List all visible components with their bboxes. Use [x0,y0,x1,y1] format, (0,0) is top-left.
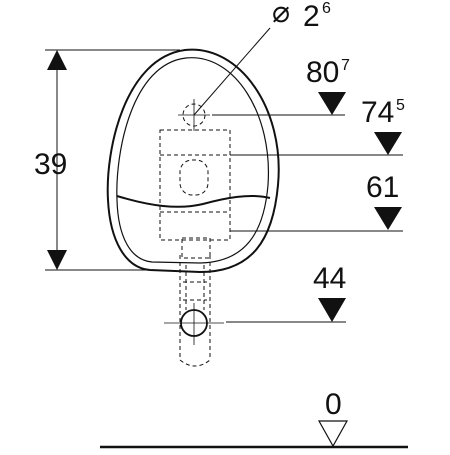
diameter-symbol: ⌀ [272,0,290,29]
level-marker-floor [317,420,349,448]
level-label-lower-bracket: 61 [366,171,399,204]
diameter-exponent: 6 [322,0,331,17]
level-label-outlet: 44 [313,262,346,295]
bowl-outline [106,48,280,274]
level-marker-inlet [318,92,346,115]
total-height-dimension [45,49,180,271]
level-label-inlet-exponent: 7 [341,57,350,74]
level-marker-lower-bracket [374,207,402,230]
level-marker-outlet [318,298,346,322]
dimension-arrow-up [47,50,67,70]
level-label-floor: 0 [325,388,342,421]
level-label-inlet: 80 [306,56,339,89]
bowl-rim [116,195,271,208]
bowl-inner-outline [116,57,270,264]
level-marker-upper-bracket [374,132,402,155]
diameter-value: 2 [303,0,320,33]
hidden-fittings [159,129,231,367]
total-height-label: 39 [34,148,67,181]
level-label-upper-bracket-exponent: 5 [396,97,405,114]
level-label-upper-bracket: 74 [361,96,394,129]
diameter-leader-line [193,27,271,116]
outlet-connection-icon [164,303,224,345]
dimension-arrow-down [47,250,67,270]
